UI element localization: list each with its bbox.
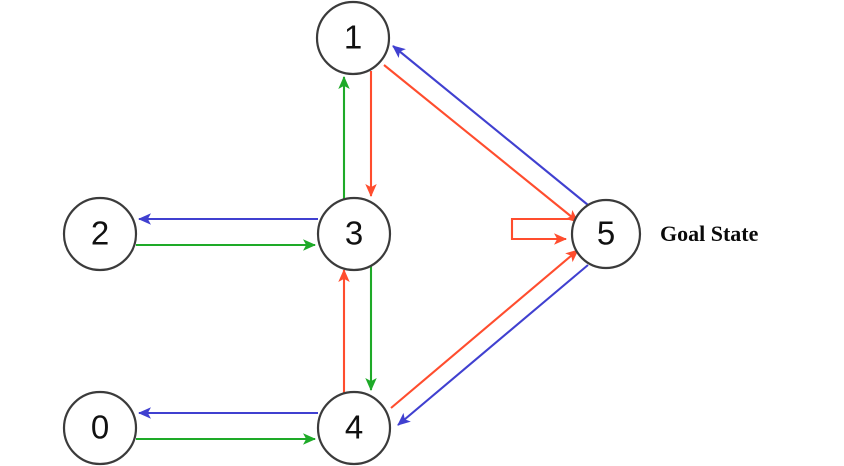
node-4-circle[interactable] bbox=[316, 390, 392, 466]
annotations-layer: Goal State bbox=[660, 221, 759, 246]
node-5-label: 5 bbox=[597, 215, 615, 252]
edge-5-to-5-self-loop bbox=[510, 217, 575, 245]
node-1-label: 1 bbox=[344, 19, 362, 56]
node-2-circle[interactable] bbox=[62, 196, 138, 272]
node-1-circle[interactable] bbox=[315, 0, 391, 76]
node-4-label: 4 bbox=[345, 409, 363, 446]
node-5[interactable]: 5 bbox=[570, 198, 642, 270]
edge-5-to-4 bbox=[397, 264, 589, 426]
node-3-circle[interactable] bbox=[316, 196, 392, 272]
node-0-label: 0 bbox=[91, 409, 109, 446]
node-2[interactable]: 2 bbox=[62, 196, 138, 272]
node-1[interactable]: 1 bbox=[315, 0, 391, 76]
node-0[interactable]: 0 bbox=[62, 390, 138, 466]
node-5-circle[interactable] bbox=[570, 198, 642, 270]
node-4[interactable]: 4 bbox=[316, 390, 392, 466]
nodes-layer: 1 2 3 0 4 5 bbox=[62, 0, 642, 466]
node-2-label: 2 bbox=[91, 215, 109, 252]
edge-1-to-5 bbox=[383, 64, 579, 223]
node-3-label: 3 bbox=[345, 215, 363, 252]
node-0-circle[interactable] bbox=[62, 390, 138, 466]
goal-state-label: Goal State bbox=[660, 221, 759, 246]
node-3[interactable]: 3 bbox=[316, 196, 392, 272]
edges-layer bbox=[136, 45, 589, 445]
edge-4-to-5 bbox=[390, 249, 579, 409]
edge-5-to-1 bbox=[392, 45, 589, 206]
